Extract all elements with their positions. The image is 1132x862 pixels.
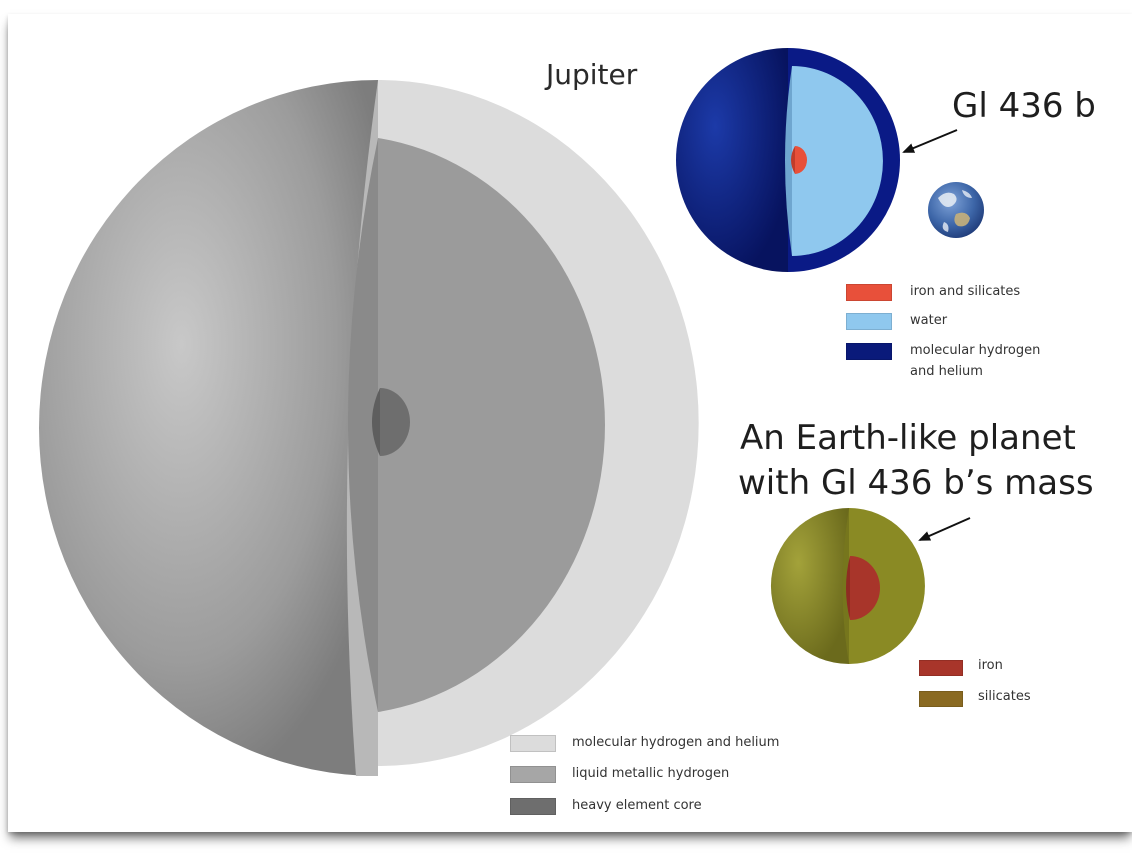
gl436b-water-lens (785, 66, 792, 256)
legend-swatch-water (846, 313, 892, 330)
jupiter-metallic-layer (378, 138, 605, 712)
gl436b-cutaway (676, 48, 900, 272)
legend-swatch-silicates (919, 691, 963, 707)
jupiter-cutaway (39, 80, 699, 776)
legend-label-molecular-hydrogen-helium: molecular hydrogen and helium (572, 735, 780, 750)
legend-swatch-liquid-metallic-hydrogen (510, 766, 556, 783)
legend-swatch-molecular-hydrogen (846, 343, 892, 360)
legend-label-water: water (910, 313, 948, 328)
earth-like-title-line2: with Gl 436 b’s mass (738, 463, 1094, 503)
earth-like-outer-shell (770, 508, 849, 664)
jupiter-title: Jupiter (546, 58, 638, 91)
legend-label-iron-silicates: iron and silicates (910, 284, 1021, 299)
jupiter-core (380, 388, 410, 456)
legend-swatch-iron (919, 660, 963, 676)
earth-like-pointer-arrow (918, 517, 971, 541)
earth-like-cutaway (770, 508, 925, 664)
earth-like-iron-core (850, 556, 880, 620)
legend-label-and-helium: and helium (910, 364, 983, 379)
earth-like-silicate-face (849, 508, 925, 664)
legend-label-molecular-hydrogen: molecular hydrogen (910, 343, 1041, 358)
legend-swatch-molecular-hydrogen-helium (510, 735, 556, 752)
gl436b-outer-shell (676, 48, 788, 272)
legend-label-heavy-element-core: heavy element core (572, 798, 702, 813)
earth-like-silicate-lens (842, 508, 849, 664)
legend-swatch-iron-silicates (846, 284, 892, 301)
gl436b-water-layer (792, 66, 883, 256)
gl436b-core (795, 146, 807, 174)
legend-label-silicates: silicates (978, 689, 1031, 704)
earth-like-iron-core-left (846, 556, 850, 620)
jupiter-outer-shell (39, 80, 378, 776)
earth-icon (928, 182, 984, 238)
legend-swatch-heavy-element-core (510, 798, 556, 815)
gl436b-core-left (791, 146, 795, 174)
gl436b-title: Gl 436 b (952, 86, 1096, 126)
gl436b-pointer-arrow (902, 129, 958, 153)
jupiter-core-left (372, 388, 380, 456)
earth-like-title-line1: An Earth-like planet (740, 418, 1076, 458)
legend-label-iron: iron (978, 658, 1003, 673)
jupiter-metallic-lens (348, 138, 378, 712)
legend-label-liquid-metallic-hydrogen: liquid metallic hydrogen (572, 766, 730, 781)
